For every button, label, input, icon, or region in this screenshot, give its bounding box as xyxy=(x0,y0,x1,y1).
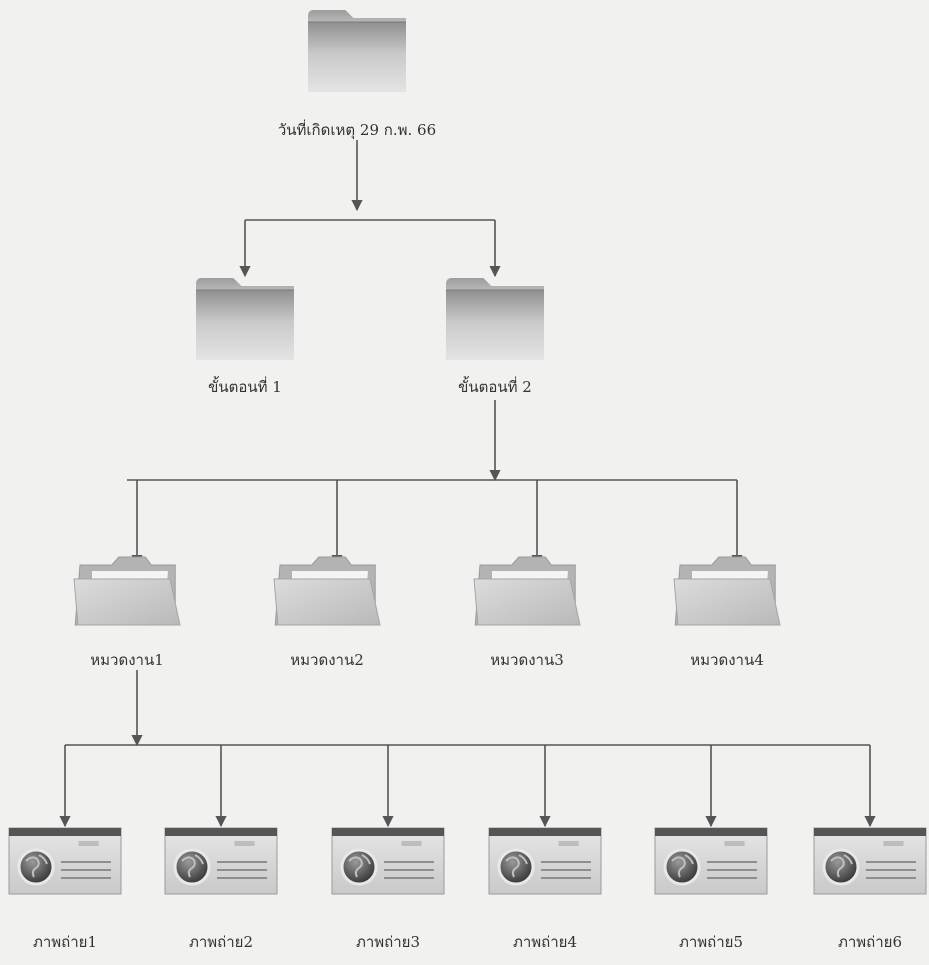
category-3-open-folder-icon xyxy=(473,556,581,626)
connector-lines xyxy=(59,140,876,828)
category-3-label: หมวดงาน3 xyxy=(490,651,564,669)
photo-6-image-icon xyxy=(813,827,927,895)
photo-4-label: ภาพถ่าย4 xyxy=(512,933,578,951)
category-1-label: หมวดงาน1 xyxy=(90,651,164,669)
photo-1-image-icon xyxy=(8,827,122,895)
photo-4-image-icon xyxy=(488,827,602,895)
category-2-open-folder-icon xyxy=(273,556,381,626)
step-2-label: ขั้นตอนที่ 2 xyxy=(458,378,532,396)
step-2-folder-icon xyxy=(446,278,544,360)
photo-5-label: ภาพถ่าย5 xyxy=(678,933,744,951)
step-1-folder-icon xyxy=(196,278,294,360)
node-icons xyxy=(8,10,927,895)
root-folder-label: วันที่เกิดเหตุ 29 ก.พ. 66 xyxy=(277,121,437,139)
root-folder-icon xyxy=(308,10,406,92)
photo-2-label: ภาพถ่าย2 xyxy=(188,933,254,951)
category-2-label: หมวดงาน2 xyxy=(290,651,364,669)
category-4-label: หมวดงาน4 xyxy=(690,651,764,669)
photo-6-label: ภาพถ่าย6 xyxy=(837,933,903,951)
category-4-open-folder-icon xyxy=(673,556,781,626)
category-1-open-folder-icon xyxy=(73,556,181,626)
photo-2-image-icon xyxy=(164,827,278,895)
photo-3-label: ภาพถ่าย3 xyxy=(355,933,421,951)
step-1-label: ขั้นตอนที่ 1 xyxy=(208,378,282,396)
photo-5-image-icon xyxy=(654,827,768,895)
photo-1-label: ภาพถ่าย1 xyxy=(32,933,98,951)
photo-3-image-icon xyxy=(331,827,445,895)
